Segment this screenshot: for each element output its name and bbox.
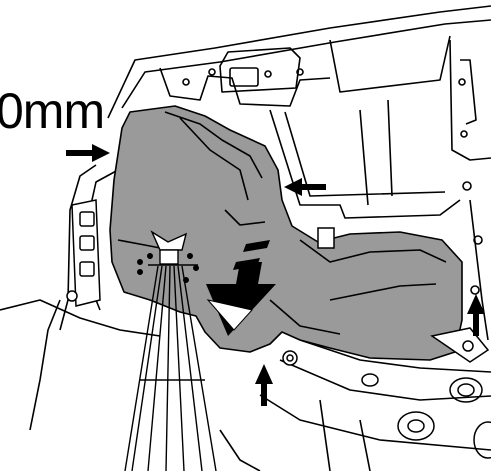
- jack-stand: [124, 230, 217, 472]
- arrow-up-icon: [467, 294, 485, 336]
- fuel-tank: [109, 105, 463, 361]
- arrow-up-icon: [255, 364, 273, 406]
- arrow-left-icon: [284, 178, 326, 196]
- arrows: [66, 144, 485, 406]
- tank-strap-bolt: [282, 227, 490, 366]
- left-mount-bracket: [66, 199, 101, 307]
- arrow-right-icon: [66, 144, 110, 162]
- lower-body-holes: [361, 373, 491, 459]
- vehicle-body-frame: [0, 5, 491, 472]
- dimension-label: 0mm: [0, 83, 105, 139]
